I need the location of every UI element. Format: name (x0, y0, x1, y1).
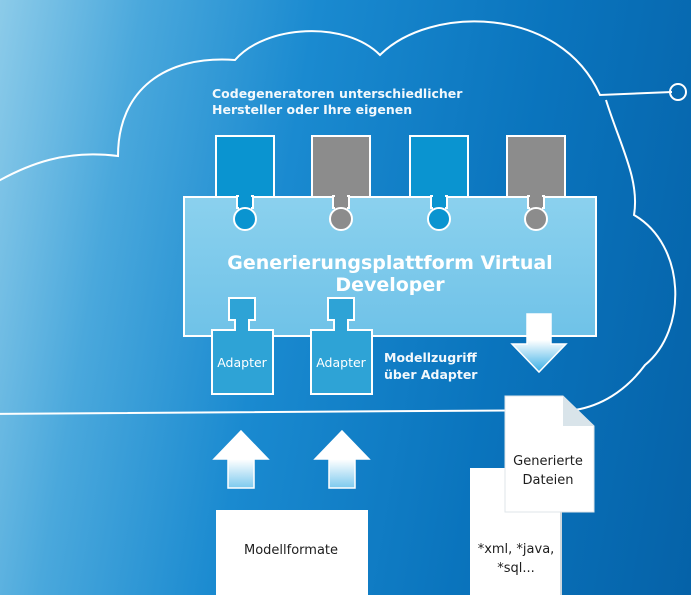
cloud-outline (0, 20, 677, 415)
plug-connector-1 (233, 195, 257, 231)
generator-box-1 (215, 135, 275, 198)
plug-connector-3 (427, 195, 451, 231)
generated-files-line2: Dateien (522, 473, 574, 488)
generated-files-label: Generierte Dateien (506, 452, 590, 490)
file-types-line1: *xml, *java, (477, 542, 555, 557)
generated-files-line1: Generierte (513, 454, 583, 469)
generators-caption-line1: Codegeneratoren unterschiedlicher (212, 86, 463, 101)
generators-caption-line2: Hersteller oder Ihre eigenen (212, 102, 413, 117)
model-access-line1: Modellzugriff (384, 350, 477, 365)
plug-connector-4 (524, 195, 548, 231)
adapter-shape-1 (211, 297, 274, 395)
generator-box-3 (409, 135, 469, 198)
adapter-label-2: Adapter (316, 355, 366, 370)
adapter-shape-2 (310, 297, 373, 395)
file-types-label: *xml, *java, *sql... (470, 540, 562, 578)
input-arrow-icon-1 (212, 429, 270, 489)
adapter-label-1: Adapter (217, 355, 267, 370)
generated-files-document (504, 395, 595, 513)
generator-box-4 (506, 135, 566, 198)
generator-box-2 (311, 135, 371, 198)
model-access-caption: Modellzugriff über Adapter (384, 349, 477, 383)
platform-title: Generierungsplattform Virtual Developer (227, 252, 553, 296)
input-arrow-icon-2 (313, 429, 371, 489)
model-formats-box (216, 510, 368, 595)
model-access-line2: über Adapter (384, 367, 478, 382)
connector-circle-icon (669, 83, 687, 101)
file-types-line2: *sql... (497, 561, 535, 576)
generators-caption: Codegeneratoren unterschiedlicher Herste… (212, 86, 462, 118)
output-arrow-icon (510, 313, 568, 374)
plug-connector-2 (329, 195, 353, 231)
model-formats-label: Modellformate (243, 543, 338, 558)
